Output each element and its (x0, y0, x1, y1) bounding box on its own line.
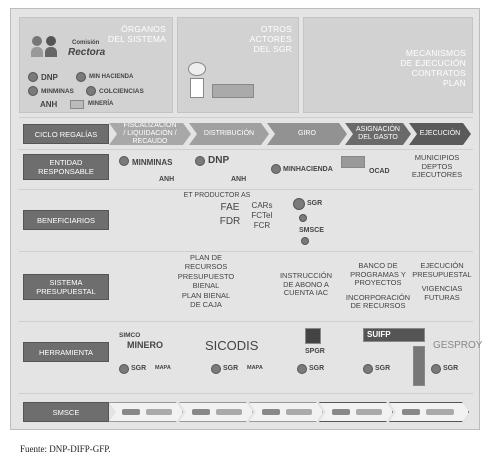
actor-logo-icon (212, 84, 254, 98)
sgr-logo-1: SGR (131, 365, 147, 372)
organos-title: ÓRGANOS DEL SISTEMA (107, 24, 166, 44)
minminas-logo: MINMINAS (41, 88, 74, 95)
children-logo-icon (28, 36, 70, 58)
minminas-seal-icon (119, 156, 129, 166)
fctei-text: FCTeI (251, 211, 273, 220)
mecanismos-title: MECANISMOS DE EJECUCIÓN CONTRATOS PLAN (400, 48, 466, 88)
organos-panel: ÓRGANOS DEL SISTEMA Comisión Rectora DNP… (19, 17, 173, 113)
suifp-logo: SUIFP (367, 330, 391, 339)
smsce-chevron-2 (179, 402, 253, 422)
ejecucion-presupuestal-text: EJECUCIÓN PRESUPUESTAL VIGENCIAS FUTURAS (412, 261, 472, 302)
minhacienda-seal-icon (76, 72, 86, 82)
sgr-logo: SGR (307, 200, 323, 207)
minhacienda-seal-icon (271, 164, 281, 174)
et-productoras-text: ET PRODUCTOR AS (183, 192, 251, 199)
comision-logo-line2: Rectora (68, 47, 106, 58)
plan-recursos-text: PLAN DE RECURSOS PRESUPUESTO BIENAL PLAN… (177, 253, 235, 309)
fcr-text: FCR (253, 221, 271, 230)
instruccion-abono-text: INSTRUCCIÓN DE ABONO A CUENTA IAC (279, 271, 333, 297)
mineria-emblem-icon (70, 100, 84, 109)
anh-logo: ANH (159, 176, 175, 183)
herramienta-label: HERRAMIENTA (23, 342, 109, 362)
sgr-seal-icon-2 (211, 364, 221, 374)
minhacienda-logo: MINHACIENDA (283, 166, 333, 173)
anh-logo: ANH (40, 100, 58, 109)
simco-logo: SIMCO (119, 332, 141, 339)
sgr-seal-icon-3 (297, 364, 307, 374)
sgr-seal-icon (119, 364, 129, 374)
sgr-seal-icon-4 (363, 364, 373, 374)
diagram-frame: ÓRGANOS DEL SISTEMA Comisión Rectora DNP… (10, 8, 482, 430)
sgr-logo-5: SGR (443, 365, 459, 372)
ciclo-row: CICLO REGALÍAS FISCALIZACIÓN/ LIQUIDACIÓ… (19, 117, 473, 149)
sgr-logo-4: SGR (375, 365, 391, 372)
spgr-emblem-icon (305, 328, 321, 344)
gesproy-logo: GESPROY (433, 340, 483, 351)
smsce-chevron-3 (249, 402, 323, 422)
small-seal-icon-2 (301, 237, 309, 245)
smsce-chevron-1 (109, 402, 183, 422)
sgr-seal-icon-5 (431, 364, 441, 374)
sgr-logo-2: SGR (223, 365, 239, 372)
sgr-logo-3: SGR (309, 365, 325, 372)
emblem-icon (188, 62, 206, 76)
suifp-banner-icon (363, 328, 425, 342)
building-icon (190, 78, 204, 98)
photo-thumbnail-icon (413, 346, 425, 386)
mineria-logo: MINERÍA (88, 101, 114, 107)
cars-text: CARs (251, 201, 273, 210)
fae-text: FAE (220, 202, 240, 213)
colciencias-seal-icon (86, 86, 96, 96)
step-fiscalizacion: FISCALIZACIÓN/ LIQUIDACIÓN / RECAUDO (109, 123, 191, 145)
step-giro: GIRO (267, 123, 347, 145)
smsce-chevron-5 (389, 402, 469, 422)
dnp-logo: DNP (208, 155, 230, 166)
mapa-logo-1: MAPA (155, 365, 171, 371)
anh-logo-2: ANH (231, 176, 247, 183)
sicodis-logo: SICODIS (205, 338, 259, 353)
smsce-row: SMSCE (19, 393, 473, 429)
smsce-label: SMSCE (23, 402, 109, 422)
ocad-emblem-icon (341, 156, 365, 168)
banco-proyectos-text: BANCO DE PROGRAMAS Y PROYECTOS INCORPORA… (345, 261, 411, 310)
sgr-seal-icon (293, 198, 305, 210)
step-distribucion: DISTRIBUCIÓN (189, 123, 269, 145)
source-note: Fuente: DNP-DIFP-GFP. (20, 444, 111, 454)
smsce-chevron-4 (319, 402, 393, 422)
mapa-logo-2: MAPA (247, 365, 263, 371)
minminas-logo: MINMINAS (132, 158, 173, 167)
fdr-text: FDR (219, 216, 241, 227)
herramienta-row: HERRAMIENTA SIMCO MINERO SGR MAPA SICODI… (19, 321, 482, 393)
mecanismos-panel: MECANISMOS DE EJECUCIÓN CONTRATOS PLAN (303, 17, 473, 113)
dnp-logo: DNP (41, 73, 58, 82)
spgr-logo: SPGR (305, 348, 325, 355)
minero-logo: MINERO (127, 340, 163, 350)
dnp-seal-icon (195, 156, 205, 166)
smsce-logo: SMSCE (299, 227, 324, 234)
ciclo-label: CICLO REGALÍAS (23, 124, 109, 144)
comision-logo-line1: Comisión (72, 40, 100, 46)
colciencias-logo: COLCIENCIAS (99, 88, 144, 95)
dnp-seal-icon (28, 72, 38, 82)
minhacienda-logo: MIN HACIENDA (89, 74, 134, 80)
ejecutores-text: MUNICIPIOS DEPTOS EJECUTORES (411, 153, 463, 179)
ocad-logo: OCAD (369, 168, 390, 175)
small-seal-icon (299, 214, 307, 222)
beneficiarios-row: BENEFICIARIOS ET PRODUCTOR AS FAE FDR CA… (19, 189, 473, 251)
beneficiarios-label: BENEFICIARIOS (23, 210, 109, 230)
actores-title: OTROS ACTORES DEL SGR (249, 24, 292, 54)
minminas-seal-icon (28, 86, 38, 96)
actores-panel: OTROS ACTORES DEL SGR (177, 17, 299, 113)
step-ejecucion: EJECUCIÓN (409, 123, 471, 145)
